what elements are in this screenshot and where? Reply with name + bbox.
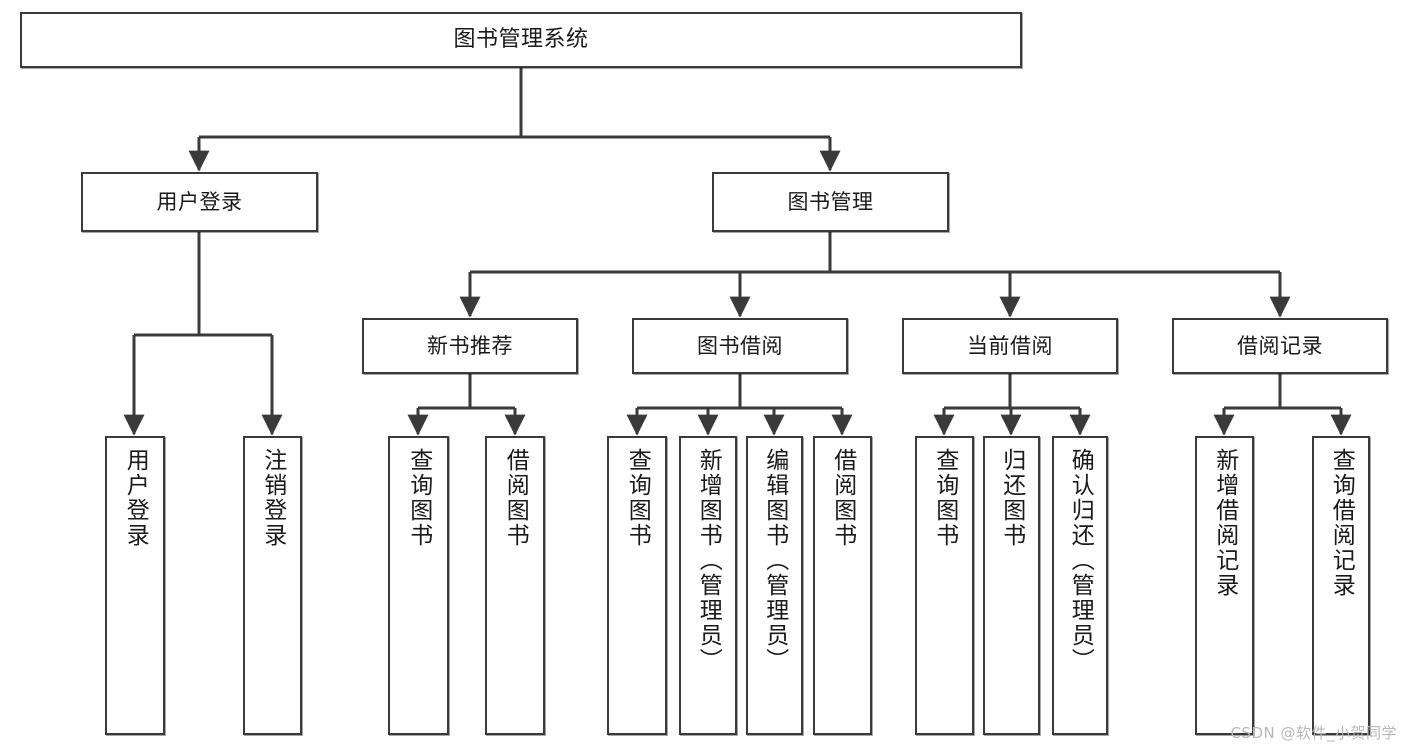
node-book-manage-label: 图书管理 [787, 189, 874, 214]
node-user-login-label: 用户登录 [156, 189, 243, 214]
leaf-node-label: 新增图书（管理员） [695, 448, 722, 673]
leaf-node[interactable]: 注销登录 [243, 436, 302, 735]
node-book-borrow[interactable]: 图书借阅 [632, 318, 848, 374]
node-book-borrow-label: 图书借阅 [697, 333, 783, 358]
leaf-node-label: 借阅图书 [502, 448, 529, 548]
leaf-node-label: 查询借阅记录 [1328, 448, 1355, 598]
leaf-node[interactable]: 新增图书（管理员） [679, 436, 737, 735]
node-new-book-recommend[interactable]: 新书推荐 [362, 318, 578, 374]
leaf-node-label: 查询图书 [624, 448, 651, 548]
leaf-node-label: 归还图书 [998, 448, 1025, 548]
node-borrow-record[interactable]: 借阅记录 [1172, 318, 1388, 374]
leaf-node[interactable]: 编辑图书（管理员） [746, 436, 803, 735]
leaf-node-label: 注销登录 [259, 448, 286, 548]
leaf-node[interactable]: 查询图书 [607, 436, 667, 735]
leaf-node[interactable]: 确认归还（管理员） [1052, 436, 1108, 735]
node-root-label: 图书管理系统 [453, 27, 589, 52]
leaf-node[interactable]: 查询图书 [388, 436, 449, 735]
leaf-node[interactable]: 新增借阅记录 [1195, 436, 1254, 735]
leaf-node[interactable]: 用户登录 [105, 436, 165, 735]
leaf-node[interactable]: 查询图书 [915, 436, 974, 735]
leaf-node[interactable]: 查询借阅记录 [1312, 436, 1370, 735]
node-current-borrow[interactable]: 当前借阅 [902, 318, 1118, 374]
node-root[interactable]: 图书管理系统 [20, 12, 1022, 68]
leaf-node-label: 查询图书 [405, 448, 432, 548]
leaf-node[interactable]: 归还图书 [983, 436, 1040, 735]
node-borrow-record-label: 借阅记录 [1237, 333, 1323, 358]
leaf-node-label: 查询图书 [931, 448, 958, 548]
node-current-borrow-label: 当前借阅 [967, 333, 1053, 358]
leaf-node-label: 用户登录 [122, 448, 149, 548]
leaf-node-label: 借阅图书 [829, 448, 856, 548]
node-new-book-recommend-label: 新书推荐 [427, 333, 513, 358]
node-book-manage[interactable]: 图书管理 [712, 172, 949, 232]
leaf-node-label: 确认归还（管理员） [1067, 448, 1094, 673]
leaf-node[interactable]: 借阅图书 [485, 436, 545, 735]
node-user-login[interactable]: 用户登录 [81, 172, 318, 232]
leaf-node-label: 新增借阅记录 [1211, 448, 1238, 598]
csdn-watermark: CSDN @软件_小贺同学 [1230, 724, 1397, 742]
leaf-node[interactable]: 借阅图书 [813, 436, 872, 735]
leaf-node-label: 编辑图书（管理员） [761, 448, 788, 673]
